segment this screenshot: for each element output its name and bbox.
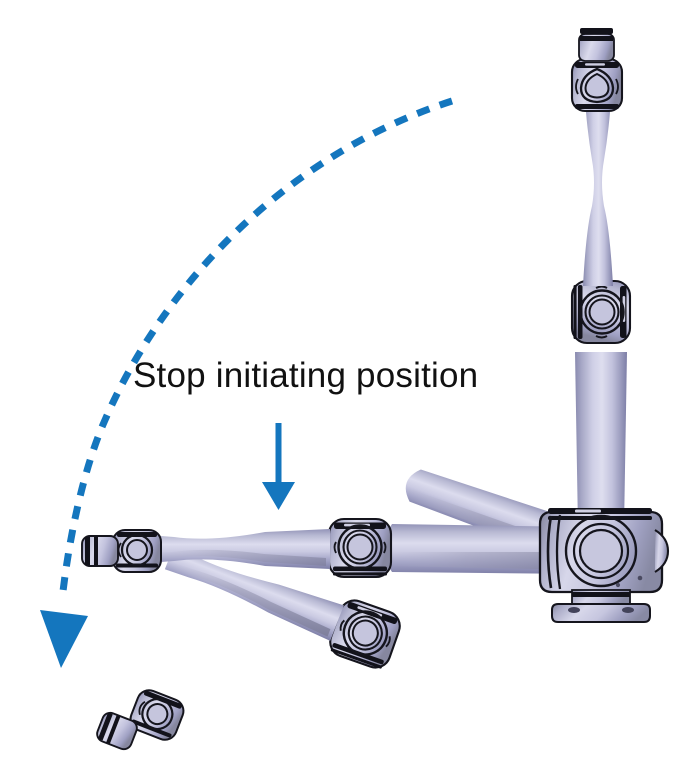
base-seam-left-2 — [555, 514, 562, 590]
robot-pose-horizontal-left — [81, 517, 584, 579]
elbow-joint-horizontal — [327, 517, 393, 579]
tool-flange-horizontal — [81, 535, 119, 567]
wrist-joint-horizontal — [111, 528, 163, 574]
robot-pose-diagonal-down-left — [96, 469, 604, 751]
base-right-boss — [654, 529, 670, 573]
arc-arrowhead-icon — [40, 610, 88, 668]
elbow-joint-vertical — [570, 279, 632, 345]
tool-flange-diagonal — [96, 711, 138, 751]
down-arrow-shaft — [275, 423, 282, 488]
robot-pose-vertical-up — [570, 28, 632, 528]
wrist-joint-vertical — [570, 57, 624, 113]
link-upper-horizontal — [384, 524, 584, 574]
base-collar-band-2 — [548, 516, 652, 520]
tool-flange-vertical — [578, 28, 615, 62]
base-mounting-flange — [551, 603, 651, 623]
wrist-joint-diagonal — [125, 685, 189, 745]
base-ring-mid — [572, 522, 630, 580]
flange-bolt-hole-left — [568, 607, 580, 613]
sweep-arc-group — [40, 97, 454, 668]
shoulder-base-assembly — [538, 508, 670, 623]
down-arrow-icon — [262, 482, 295, 510]
base-ring-outer — [564, 514, 638, 588]
annotation-arrow-group — [262, 423, 295, 510]
base-ring-inner — [578, 528, 624, 574]
link-upper-vertical — [583, 112, 613, 286]
annotation-label: Stop initiating position — [133, 356, 479, 395]
base-neck-band — [572, 592, 630, 597]
base-bolt-2 — [615, 582, 621, 588]
base-seam-left-1 — [546, 515, 553, 589]
link-forearm-horizontal — [148, 529, 330, 569]
flange-bolt-hole-right — [622, 607, 634, 613]
dashed-arc-arrow-icon — [58, 97, 454, 601]
link-forearm-diagonal — [164, 546, 344, 641]
link-lower-vertical — [575, 352, 627, 528]
base-collar-highlight — [575, 509, 601, 513]
base-bolt-1 — [637, 575, 643, 581]
